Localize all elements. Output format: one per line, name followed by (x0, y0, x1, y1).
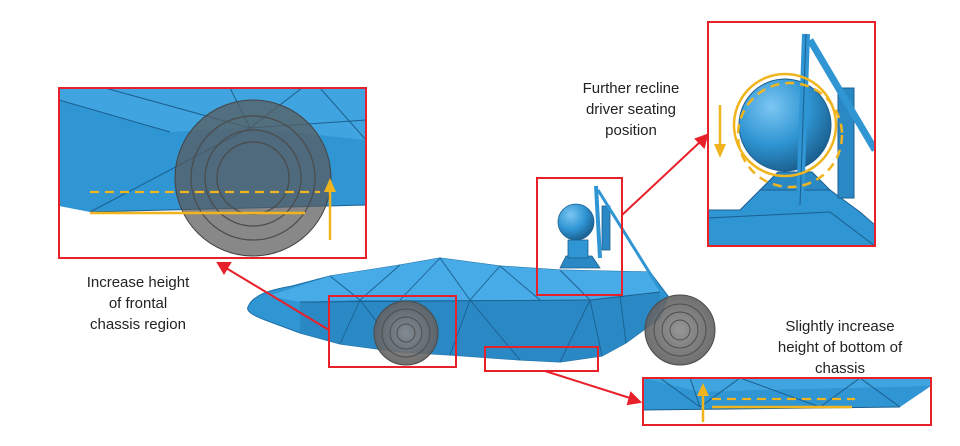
connector-seat (621, 141, 701, 216)
annotation-line: chassis (814, 360, 866, 377)
annotation-line: position (605, 122, 657, 139)
front-raise-arrowhead (324, 178, 336, 192)
rear-wheel (644, 294, 716, 366)
annotation-driver-seat: Further recline driver seating position (556, 78, 706, 141)
race-car-model (247, 185, 716, 366)
driver-seat-assembly (557, 185, 666, 297)
front-wheel-detail (174, 99, 332, 257)
connector-bottom-arrowhead (626, 391, 643, 406)
bottom-region-detail-inset (642, 377, 932, 426)
annotation-line: chassis region (90, 316, 186, 333)
seat-target-dashed-circle (736, 81, 844, 189)
highlight-seat-region (536, 177, 623, 296)
connector-seat-arrowhead (694, 133, 709, 149)
annotation-line: of frontal (108, 295, 168, 312)
connector-front-arrowhead (216, 262, 232, 275)
annotation-line: Further recline (582, 80, 680, 97)
seat-region-detail-inset (707, 21, 876, 247)
annotation-bottom-chassis: Slightly increase height of bottom of ch… (740, 316, 940, 379)
front-region-detail-inset (58, 87, 367, 259)
connector-bottom (544, 370, 631, 399)
chassis-side-surface (300, 292, 660, 362)
annotation-line: height of bottom of (777, 339, 903, 356)
highlight-bottom-region (484, 346, 599, 372)
seat-current-circle (732, 72, 838, 178)
connector-front (225, 267, 330, 331)
front-wheel (373, 300, 439, 366)
annotation-line: Increase height (86, 274, 190, 291)
chassis-top-surface (268, 258, 660, 302)
annotation-line: Slightly increase (785, 318, 895, 335)
highlight-front-region (328, 295, 457, 368)
bottom-raise-arrowhead (697, 383, 709, 396)
annotation-line: driver seating (585, 101, 677, 118)
annotation-front-chassis: Increase height of frontal chassis regio… (48, 272, 228, 335)
seat-recline-arrowhead (714, 144, 726, 158)
